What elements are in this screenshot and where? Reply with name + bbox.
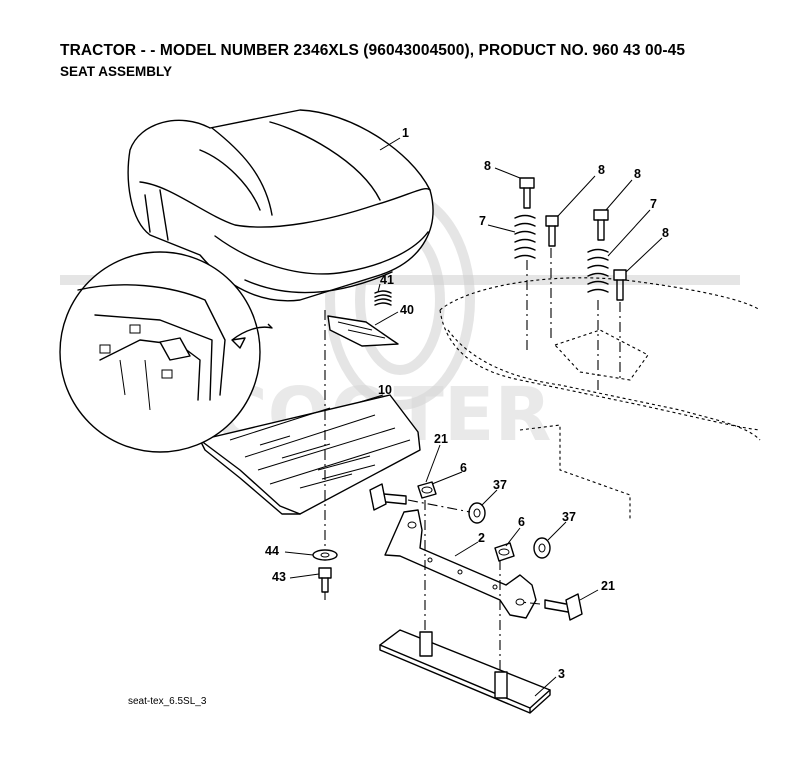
callout-10: 10 [378, 383, 392, 397]
callout-8: 8 [484, 159, 491, 173]
washer-37-left [468, 502, 486, 524]
base-plate-3 [379, 629, 551, 714]
bolt-8-c [593, 209, 609, 241]
callout-7: 7 [479, 214, 486, 228]
bracket-2 [384, 509, 537, 619]
callout-21: 21 [601, 579, 615, 593]
callout-6: 6 [460, 461, 467, 475]
nut-6-left [417, 481, 437, 499]
bolt-21-right [544, 593, 583, 621]
bolt-21-left [369, 483, 407, 511]
bolt-43 [318, 567, 332, 593]
spring-41 [374, 290, 392, 306]
callout-41: 41 [380, 273, 394, 287]
callout-43: 43 [272, 570, 286, 584]
callouts: 1 8 8 8 8 7 7 41 40 10 21 6 37 6 37 2 44… [265, 126, 669, 681]
spring-7-right [587, 248, 609, 293]
leader-lines [284, 137, 663, 697]
latch-40 [327, 315, 399, 347]
callout-40: 40 [400, 303, 414, 317]
callout-8: 8 [634, 167, 641, 181]
callout-3: 3 [558, 667, 565, 681]
detail-inset [59, 251, 273, 453]
seat-part [127, 109, 434, 302]
diagram-title: TRACTOR - - MODEL NUMBER 2346XLS (960430… [60, 42, 686, 59]
callout-1: 1 [402, 126, 409, 140]
callout-8: 8 [598, 163, 605, 177]
bolt-8-a [519, 177, 535, 209]
figure-reference: seat-tex_6.5SL_3 [128, 696, 207, 707]
washer-37-right [533, 537, 551, 559]
callout-8: 8 [662, 226, 669, 240]
nut-6-right [494, 542, 515, 562]
seat-pan-10 [199, 394, 421, 515]
callout-37: 37 [493, 478, 507, 492]
callout-21: 21 [434, 432, 448, 446]
tractor-frame [439, 277, 761, 520]
callout-7: 7 [650, 197, 657, 211]
washer-44 [312, 549, 338, 561]
bolt-8-b [545, 215, 559, 247]
assembly-center-lines [324, 248, 621, 672]
bolt-8-d [613, 269, 627, 301]
spring-7-left [514, 214, 536, 259]
callout-37: 37 [562, 510, 576, 524]
callout-44: 44 [265, 544, 279, 558]
callout-2: 2 [478, 531, 485, 545]
callout-6: 6 [518, 515, 525, 529]
diagram-subtitle: SEAT ASSEMBLY [60, 64, 173, 79]
